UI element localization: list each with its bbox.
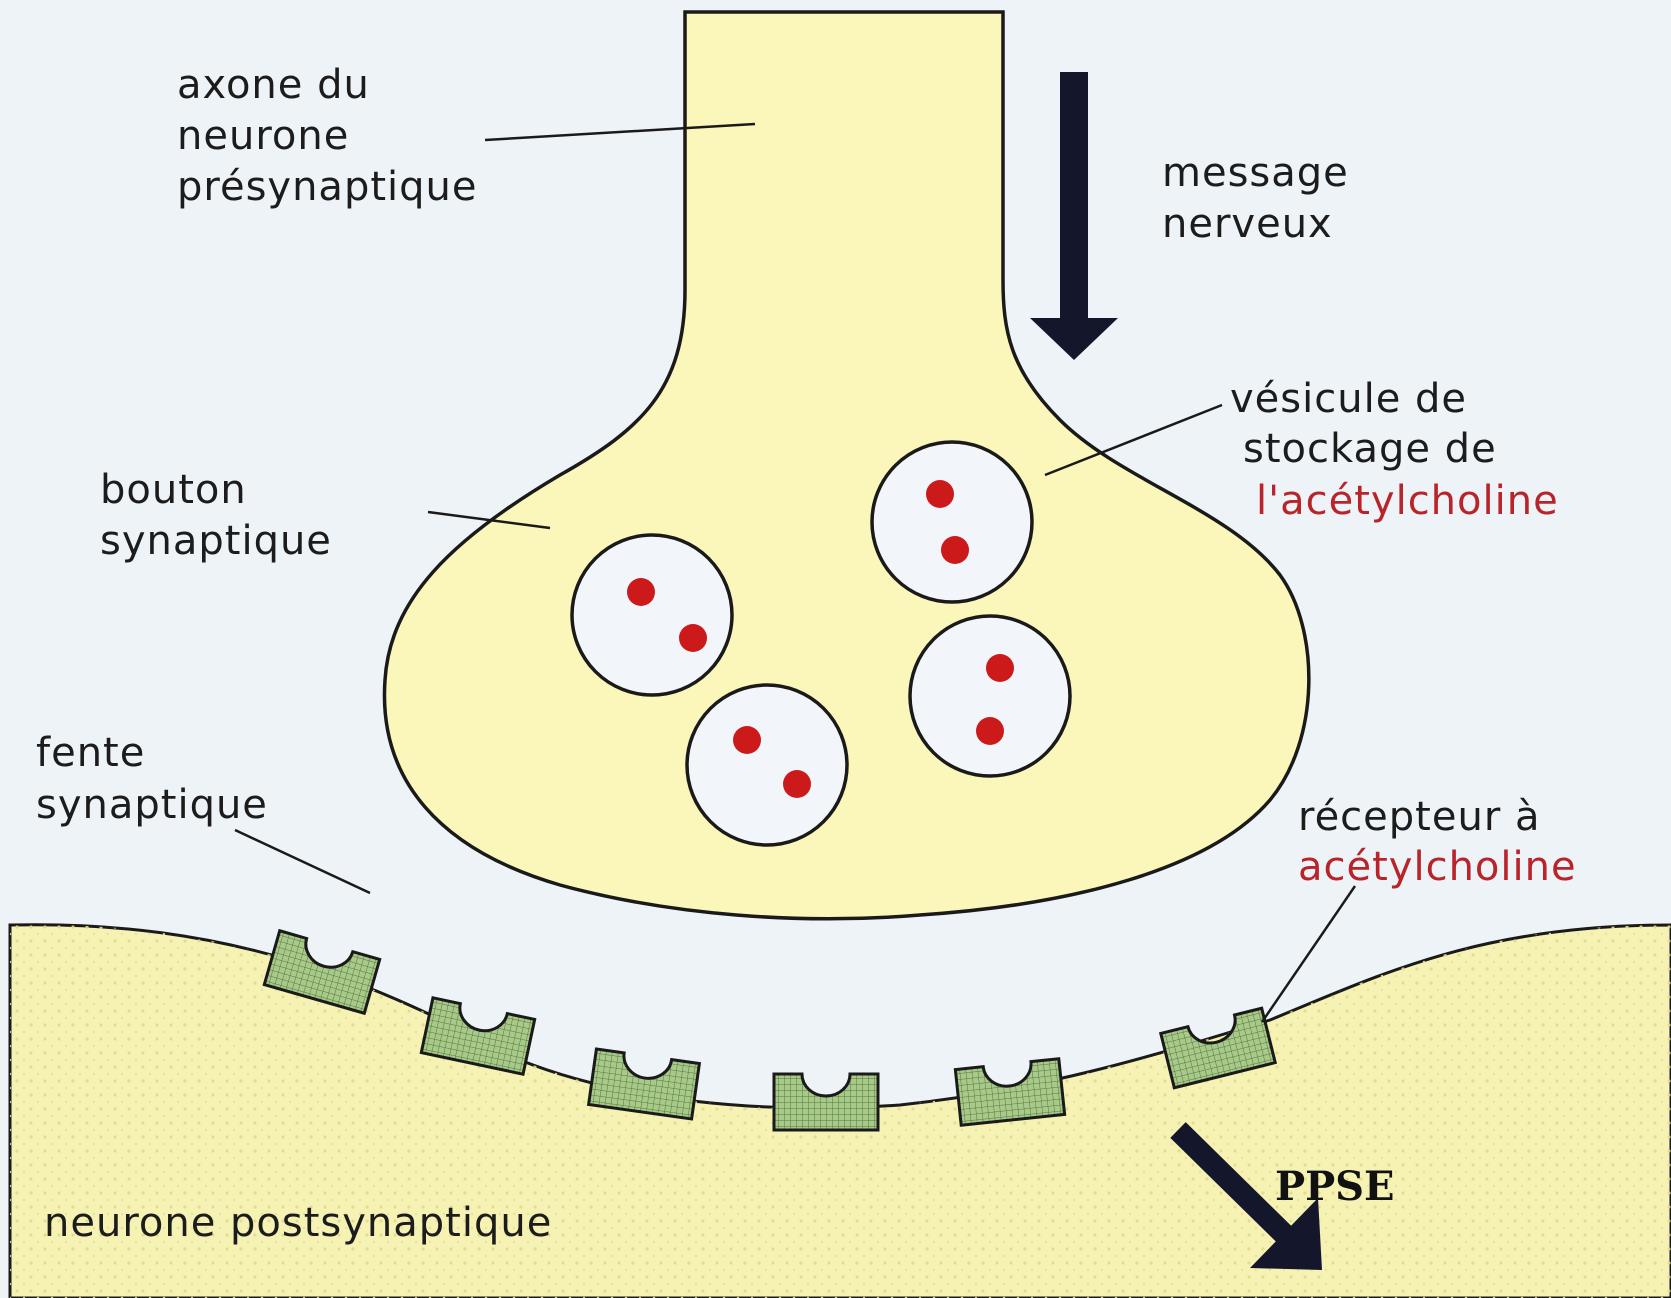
- receptor-label: récepteur à: [1298, 794, 1540, 840]
- ppse-label: PPSE: [1275, 1163, 1395, 1210]
- vesicle-1: [872, 442, 1032, 602]
- vesicle-2: [572, 535, 732, 695]
- vesicle-label-acetylcholine: l'acétylcholine: [1256, 478, 1559, 524]
- postsynaptic-label: neurone postsynaptique: [44, 1200, 552, 1246]
- receptor-label-acetylcholine: acétylcholine: [1298, 844, 1577, 890]
- vesicle-3: [910, 616, 1070, 776]
- vesicle-4: [687, 685, 847, 845]
